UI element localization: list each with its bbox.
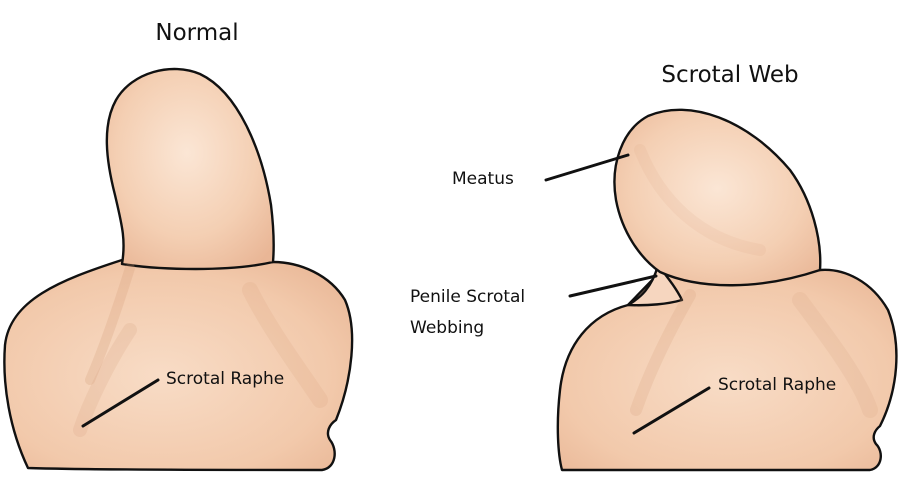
normal-scrotum-shape [3,258,354,472]
web-glans-shade [634,144,766,256]
webbing-label-line2: Webbing [410,318,484,338]
web-penis-shape [613,108,822,287]
webbing-label-line1: Penile Scrotal [410,287,525,307]
web-scrotum-shape [556,268,898,472]
web-shaft-crease [630,289,696,416]
web-right-shade [792,292,878,418]
normal-raphe-leader [81,378,160,428]
scrotal-web-illustration [556,108,898,472]
scrotal-web-title: Scrotal Web [661,62,798,88]
normal-shaft-crease [85,263,135,385]
normal-raphe-label: Scrotal Raphe [166,369,284,389]
normal-right-shade [242,282,328,408]
normal-title: Normal [155,20,238,46]
web-webbing-fold [626,263,684,307]
meatus-label: Meatus [452,169,514,189]
normal-illustration [3,67,354,472]
meatus-leader [544,153,630,182]
scrotal-web-panel: Scrotal Web Meatus Penile Scrotal Webbin… [410,62,898,472]
web-raphe-leader [632,386,711,435]
normal-penis-shape [105,67,275,271]
normal-raphe-shade [73,323,137,437]
web-raphe-label: Scrotal Raphe [718,375,836,395]
webbing-leader [568,274,658,298]
normal-panel: Normal Scrotal Raphe [3,20,354,472]
